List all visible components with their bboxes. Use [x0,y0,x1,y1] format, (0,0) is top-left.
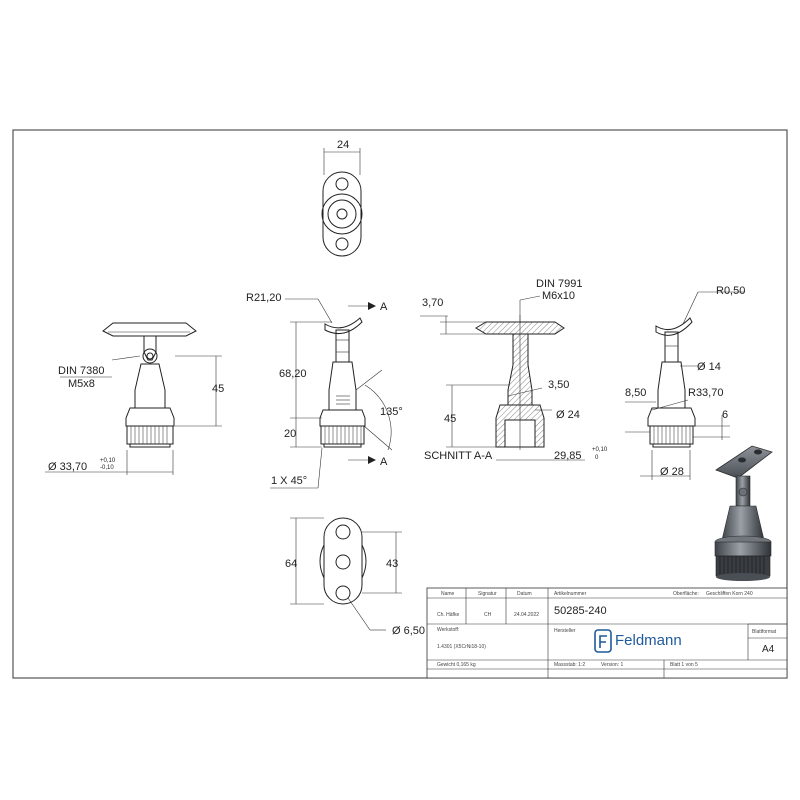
bottom-height-43: 43 [386,558,398,570]
top-view: 24 [321,139,363,257]
section-height-dim: 45 [444,413,456,425]
section-outer-dim: 29,85 [554,450,582,462]
product-render [714,445,773,581]
right-radius-large: R33,70 [688,387,723,399]
side-knurl [324,426,362,444]
right-dim-6: 6 [722,409,728,421]
tb-scale-label: Massstab: 1:2 [554,662,585,668]
side-view: R21,20 68,20 20 135° 1 X 45° A A [246,292,403,489]
tb-drawer-date: 24.04.2022 [514,612,539,618]
front-view: DIN 7380 M5x8 45 Ø 33,70 +0,10 -0,10 [45,322,224,475]
front-height-dim: 45 [212,383,224,395]
tb-sheet-label: Blatt 1 von 5 [670,662,698,668]
front-diameter-dim: Ø 33,70 [48,461,87,473]
section-bore-dim: 3,50 [548,379,569,391]
front-tol-lower: -0,10 [100,465,114,471]
tb-article-number: 50285-240 [554,605,607,617]
front-tol-upper: +0,10 [100,458,116,464]
section-diameter-dim: Ø 24 [556,409,580,421]
right-view: R0,50 Ø 14 8,50 R33,70 6 Ø 28 [625,285,745,480]
tb-article-label: Artikelnummer [554,591,587,597]
section-tol-lower: 0 [595,455,599,461]
right-knurl [653,426,691,444]
tb-manufacturer-label: Hersteller [554,628,576,634]
front-screw-label-1: DIN 7380 [58,365,104,377]
tb-material-label: Werkstoff: [437,627,459,633]
side-angle-dim: 135° [380,406,403,418]
tb-surface-label: Oberfläche: [673,591,699,597]
section-mark-bottom: A [380,456,388,468]
tb-drawer-sign: CH [484,612,492,618]
tb-format-value: A4 [762,644,775,655]
section-plate-dim: 3,70 [422,297,443,309]
tb-signature-label: Signatur [478,591,497,597]
section-view: DIN 7991 M6x10 3,70 3,50 45 Ø 24 29,85 +… [420,278,608,462]
section-screw-label-1: DIN 7991 [536,278,582,290]
tb-weight-value: Gewicht 0,165 kg [437,662,476,668]
side-radius-dim: R21,20 [246,292,281,304]
bottom-view: 64 43 Ø 6,50 [285,517,425,637]
right-diameter-base: Ø 28 [660,466,684,478]
top-width-dim: 24 [337,139,349,151]
bottom-hole-dim: Ø 6,50 [392,625,425,637]
tb-name-label: Name [441,591,455,597]
section-mark-top: A [380,301,388,313]
bottom-height-64: 64 [285,558,297,570]
tb-material-value: 1.4301 (X5CrNi18-10) [437,644,486,650]
title-block: Name Signatur Datum Artikelnummer Oberfl… [426,587,788,679]
tb-drawer-name: Ch. Häfke [437,612,459,618]
right-radius-top: R0,50 [716,285,745,297]
section-caption: SCHNITT A-A [424,450,493,462]
tb-surface-value: Geschliffen Korn 240 [706,591,753,597]
right-diameter-small: Ø 14 [697,361,721,373]
section-tol-upper: +0,10 [592,447,608,453]
front-screw-label-2: M5x8 [68,378,95,390]
section-screw-label-2: M6x10 [542,290,575,302]
feldmann-logo-icon [594,629,612,653]
front-knurl [130,426,168,444]
side-height-dim: 68,20 [279,368,307,380]
side-chamfer-dim: 1 X 45° [271,475,307,487]
right-dim-850: 8,50 [625,387,646,399]
tb-date-label: Datum [517,591,532,597]
tb-brand-name: Feldmann [615,632,682,649]
tb-version-label: Version: 1 [601,662,623,668]
tb-format-label: Blattformat [752,629,777,635]
side-base-dim: 20 [284,428,296,440]
